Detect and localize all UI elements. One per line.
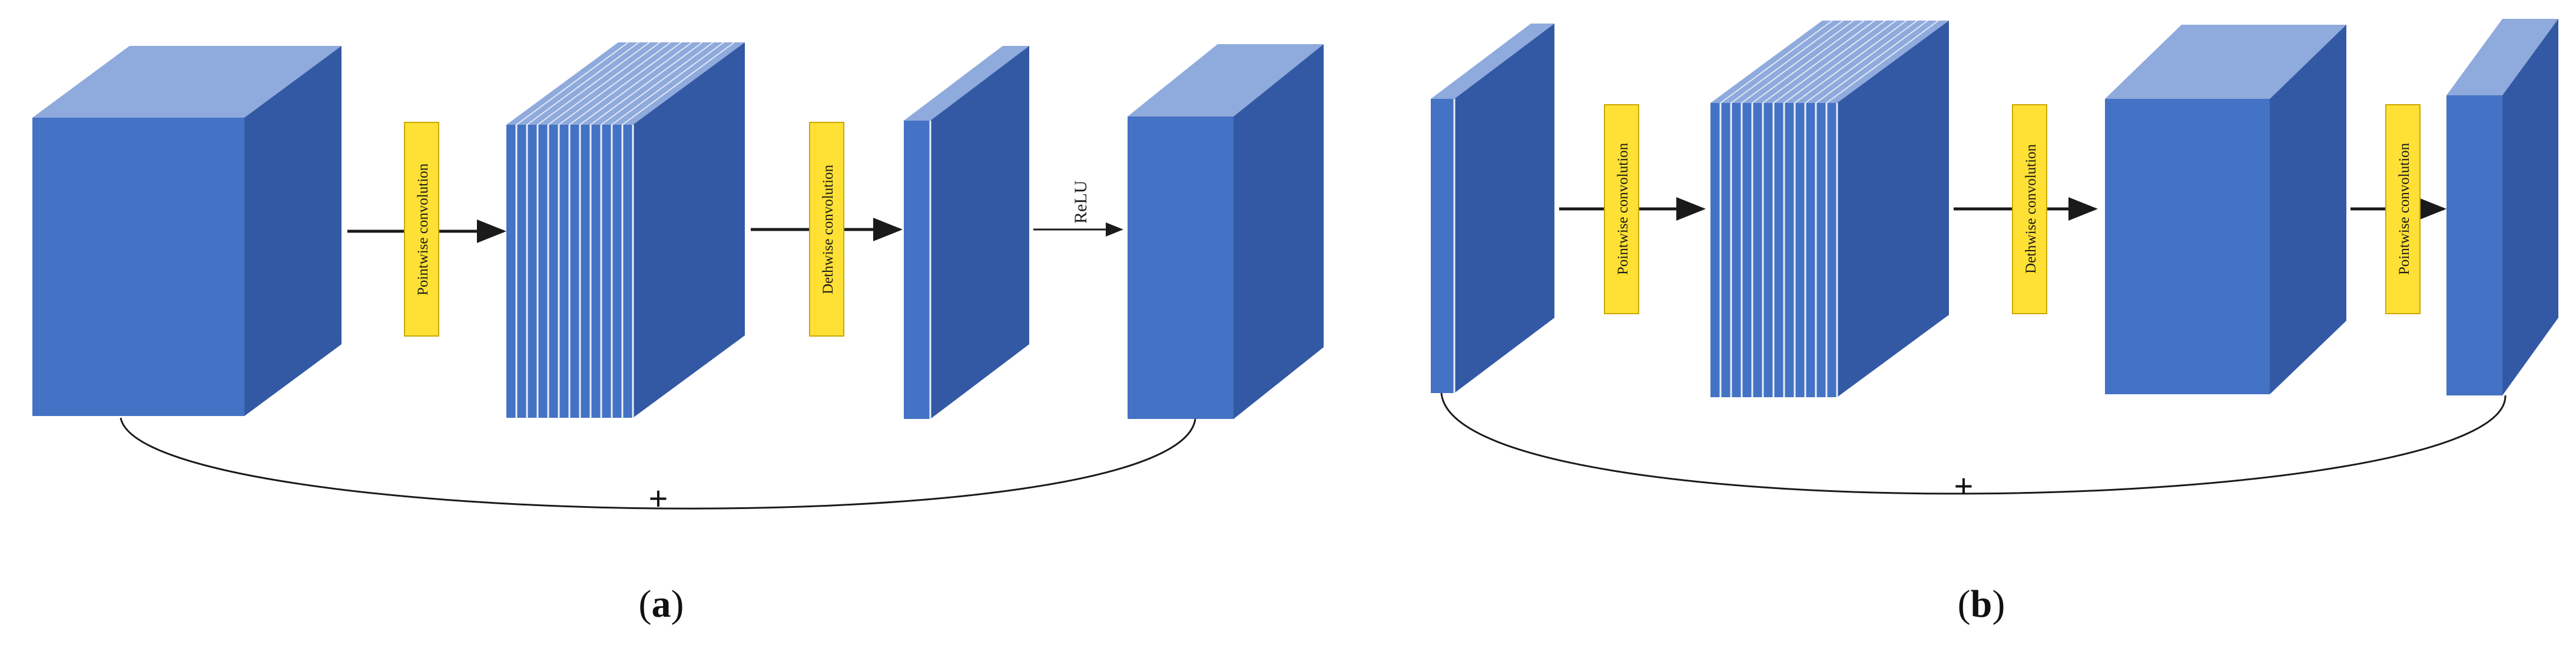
depthwise-text-b: Dethwise convolution — [2023, 144, 2039, 274]
caption-a-letter: a — [652, 583, 671, 626]
thin-input-block-b — [1431, 24, 1554, 393]
panel-b: Pointwise convolution — [1431, 19, 2558, 626]
depthwise-label-b: Dethwise convolution — [2012, 104, 2047, 314]
plus-sign-a: + — [649, 480, 668, 517]
input-block-a — [32, 46, 342, 416]
expanded-block-a — [506, 42, 745, 418]
relu-label-a: ReLU — [1071, 180, 1090, 224]
middle-block-b — [2105, 25, 2346, 394]
pointwise-text-b2: Pointwise convolution — [2396, 142, 2412, 275]
slice-lines-b — [1719, 103, 1838, 397]
panel-a: Pointwise convolution — [32, 42, 1324, 626]
caption-a-open: ( — [639, 583, 652, 626]
output-block-a — [1128, 44, 1324, 419]
caption-b-close: ) — [1992, 583, 2005, 626]
slice-lines-a — [515, 125, 634, 418]
plus-sign-b: + — [1954, 467, 1974, 504]
skip-connection-b — [1440, 392, 2507, 495]
skip-connection-a — [120, 417, 1196, 510]
pointwise-text-b1: Pointwise convolution — [1615, 142, 1631, 275]
thin-block-a — [904, 46, 1029, 419]
expanded-block-b — [1710, 20, 1949, 397]
caption-b-open: ( — [1958, 583, 1971, 626]
pointwise-text-a1: Pointwise convolution — [415, 163, 431, 295]
caption-a-close: ) — [671, 583, 684, 626]
pointwise-label-a1: Pointwise convolution — [404, 122, 439, 337]
depthwise-label-a: Dethwise convolution — [809, 122, 844, 337]
output-block-b — [2446, 19, 2558, 395]
caption-b-letter: b — [1971, 583, 1992, 626]
pointwise-label-b1: Pointwise convolution — [1604, 104, 1639, 314]
caption-a: (a) — [639, 583, 684, 626]
pointwise-label-b2: Pointwise convolution — [2385, 104, 2421, 314]
depthwise-text-a: Dethwise convolution — [820, 164, 836, 294]
caption-b: (b) — [1958, 583, 2005, 626]
